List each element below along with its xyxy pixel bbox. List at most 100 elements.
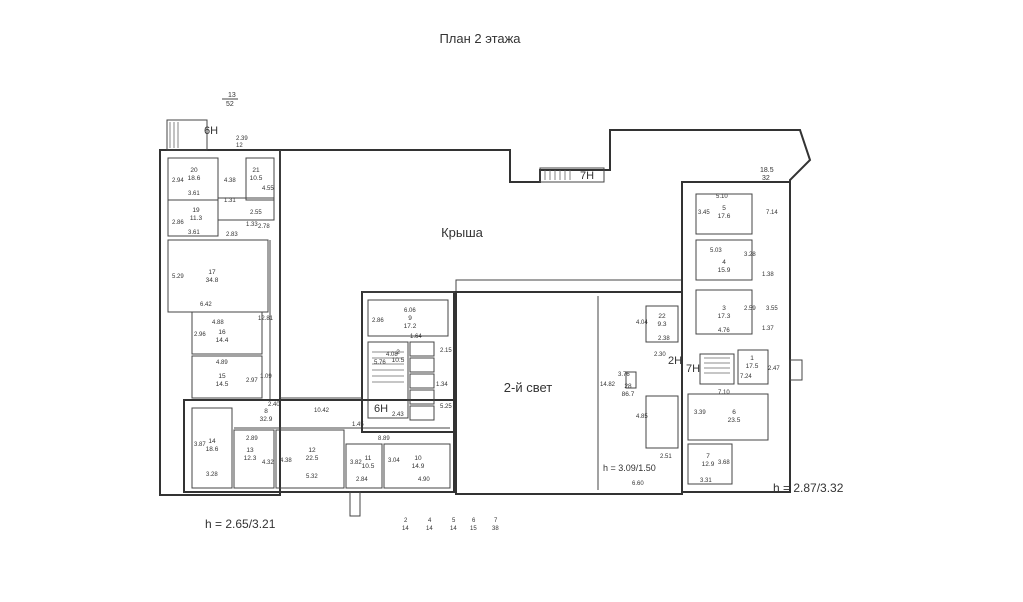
room-7-num: 7 xyxy=(706,453,710,460)
dim: 7.10 xyxy=(718,390,730,396)
room-3-area: 17.3 xyxy=(718,313,731,320)
height-right: h = 2.87/3.32 xyxy=(773,481,844,495)
room-9[interactable] xyxy=(367,299,449,337)
wc-3[interactable] xyxy=(409,373,435,389)
dim: 3.04 xyxy=(388,458,400,464)
room-17-area: 34.8 xyxy=(206,277,219,284)
stair-7h[interactable] xyxy=(699,353,735,385)
room-inner-4-85[interactable] xyxy=(645,395,679,449)
dim: 2.86 xyxy=(172,220,184,226)
room-11[interactable] xyxy=(345,443,383,489)
dim: 4.08 xyxy=(386,352,398,358)
wc-4[interactable] xyxy=(409,389,435,405)
dim: 4.55 xyxy=(262,186,274,192)
dim: 2.15 xyxy=(440,348,452,354)
room-3[interactable] xyxy=(695,289,753,335)
room-1[interactable] xyxy=(737,349,769,385)
dim: 5.10 xyxy=(716,194,728,200)
room-16[interactable] xyxy=(191,311,263,355)
dim: 1.33 xyxy=(246,222,258,228)
room-28-area: 86.7 xyxy=(622,391,635,398)
dim: 2.43 xyxy=(392,412,404,418)
dim: 12.81 xyxy=(258,316,274,322)
dim: 3.28 xyxy=(206,472,218,478)
bottom-fraction: 14 xyxy=(402,526,409,532)
stair-7h-top[interactable] xyxy=(539,167,605,183)
dim: 2.40 xyxy=(268,402,280,408)
room-11-area: 10.5 xyxy=(362,463,375,470)
room-2-num: 2 xyxy=(396,349,400,356)
room-14[interactable] xyxy=(191,407,233,489)
stair-6h-top[interactable] xyxy=(166,119,208,151)
dim: 10.42 xyxy=(314,408,330,414)
room-21[interactable] xyxy=(245,157,275,201)
room-6[interactable] xyxy=(687,393,769,441)
wc-2[interactable] xyxy=(409,357,435,373)
room-9-num: 9 xyxy=(408,315,412,322)
fraction-top-right-denom: 32 xyxy=(762,175,770,182)
height-inner: h = 3.09/1.50 xyxy=(603,463,656,473)
room-13-num: 13 xyxy=(246,447,254,454)
room-22-area: 9.3 xyxy=(657,321,666,328)
dim: 4.85 xyxy=(636,414,648,420)
bottom-left-outline xyxy=(183,399,455,493)
right-wing: 7Н 2Н xyxy=(668,181,803,493)
bottom-fraction: 5 xyxy=(452,518,456,524)
dim: 2.86 xyxy=(372,318,384,324)
room-10[interactable] xyxy=(383,443,451,489)
room-12-area: 22.5 xyxy=(306,455,319,462)
room-28-num: 28 xyxy=(624,383,632,390)
room-corridor-top[interactable] xyxy=(217,197,275,221)
dim: 2.97 xyxy=(246,378,258,384)
room-15-num: 15 xyxy=(218,373,226,380)
dim: 5.29 xyxy=(172,274,184,280)
room-16-area: 14.4 xyxy=(216,337,229,344)
room-8-num: 8 xyxy=(264,408,268,415)
bottom-fraction: 7 xyxy=(494,518,498,524)
stair-2h-label: 2Н xyxy=(668,355,682,367)
dim: 6.42 xyxy=(200,302,212,308)
room-15-area: 14.5 xyxy=(216,381,229,388)
dim: 4.38 xyxy=(224,178,236,184)
room-17-num: 17 xyxy=(208,269,216,276)
room-3-num: 3 xyxy=(722,305,726,312)
dim: 1.34 xyxy=(436,382,448,388)
room-labels: 20 18.6 21 10.5 19 11.3 17 34.8 16 14.4 … xyxy=(188,167,759,470)
room-22[interactable] xyxy=(645,305,679,343)
room-7[interactable] xyxy=(687,443,733,485)
room-4[interactable] xyxy=(695,239,753,281)
room-4-num: 4 xyxy=(722,259,726,266)
height-left: h = 2.65/3.21 xyxy=(205,517,276,531)
room-10-num: 10 xyxy=(414,455,422,462)
dim: 8.89 xyxy=(378,436,390,442)
room-1-area: 17.5 xyxy=(746,363,759,370)
room-5[interactable] xyxy=(695,193,753,235)
room-5-area: 17.6 xyxy=(718,213,731,220)
room-8-area: 32.9 xyxy=(260,416,273,423)
room-9-area: 17.2 xyxy=(404,323,417,330)
stair-6h-center-label: 6Н xyxy=(374,403,388,415)
dim: 4.88 xyxy=(212,320,224,326)
dim: 1.64 xyxy=(410,334,422,340)
dim: 5.03 xyxy=(710,248,722,254)
dim: 1.31 xyxy=(224,198,236,204)
room-14-area: 18.6 xyxy=(206,446,219,453)
room-12-num: 12 xyxy=(308,447,316,454)
room-15[interactable] xyxy=(191,355,263,399)
bottom-fraction: 14 xyxy=(450,526,457,532)
room-13[interactable] xyxy=(233,429,275,489)
roof-area: Крыша 7Н 18.5 32 xyxy=(279,129,812,399)
wc-1[interactable] xyxy=(409,341,435,357)
dim: 3.61 xyxy=(188,191,200,197)
stair-6h-center[interactable] xyxy=(367,341,409,419)
dim: 2.59 xyxy=(744,306,756,312)
room-20-area: 18.6 xyxy=(188,175,201,182)
dim: 2.83 xyxy=(226,232,238,238)
room-10-area: 14.9 xyxy=(412,463,425,470)
dim: 3.76 xyxy=(618,372,630,378)
wc-5[interactable] xyxy=(409,405,435,421)
room-12[interactable] xyxy=(275,429,345,489)
second-light-hall: 2-й свет h = 3.09/1.50 xyxy=(455,291,683,495)
bottom-fractions: 2 14 4 14 5 14 6 15 7 38 xyxy=(402,518,499,532)
